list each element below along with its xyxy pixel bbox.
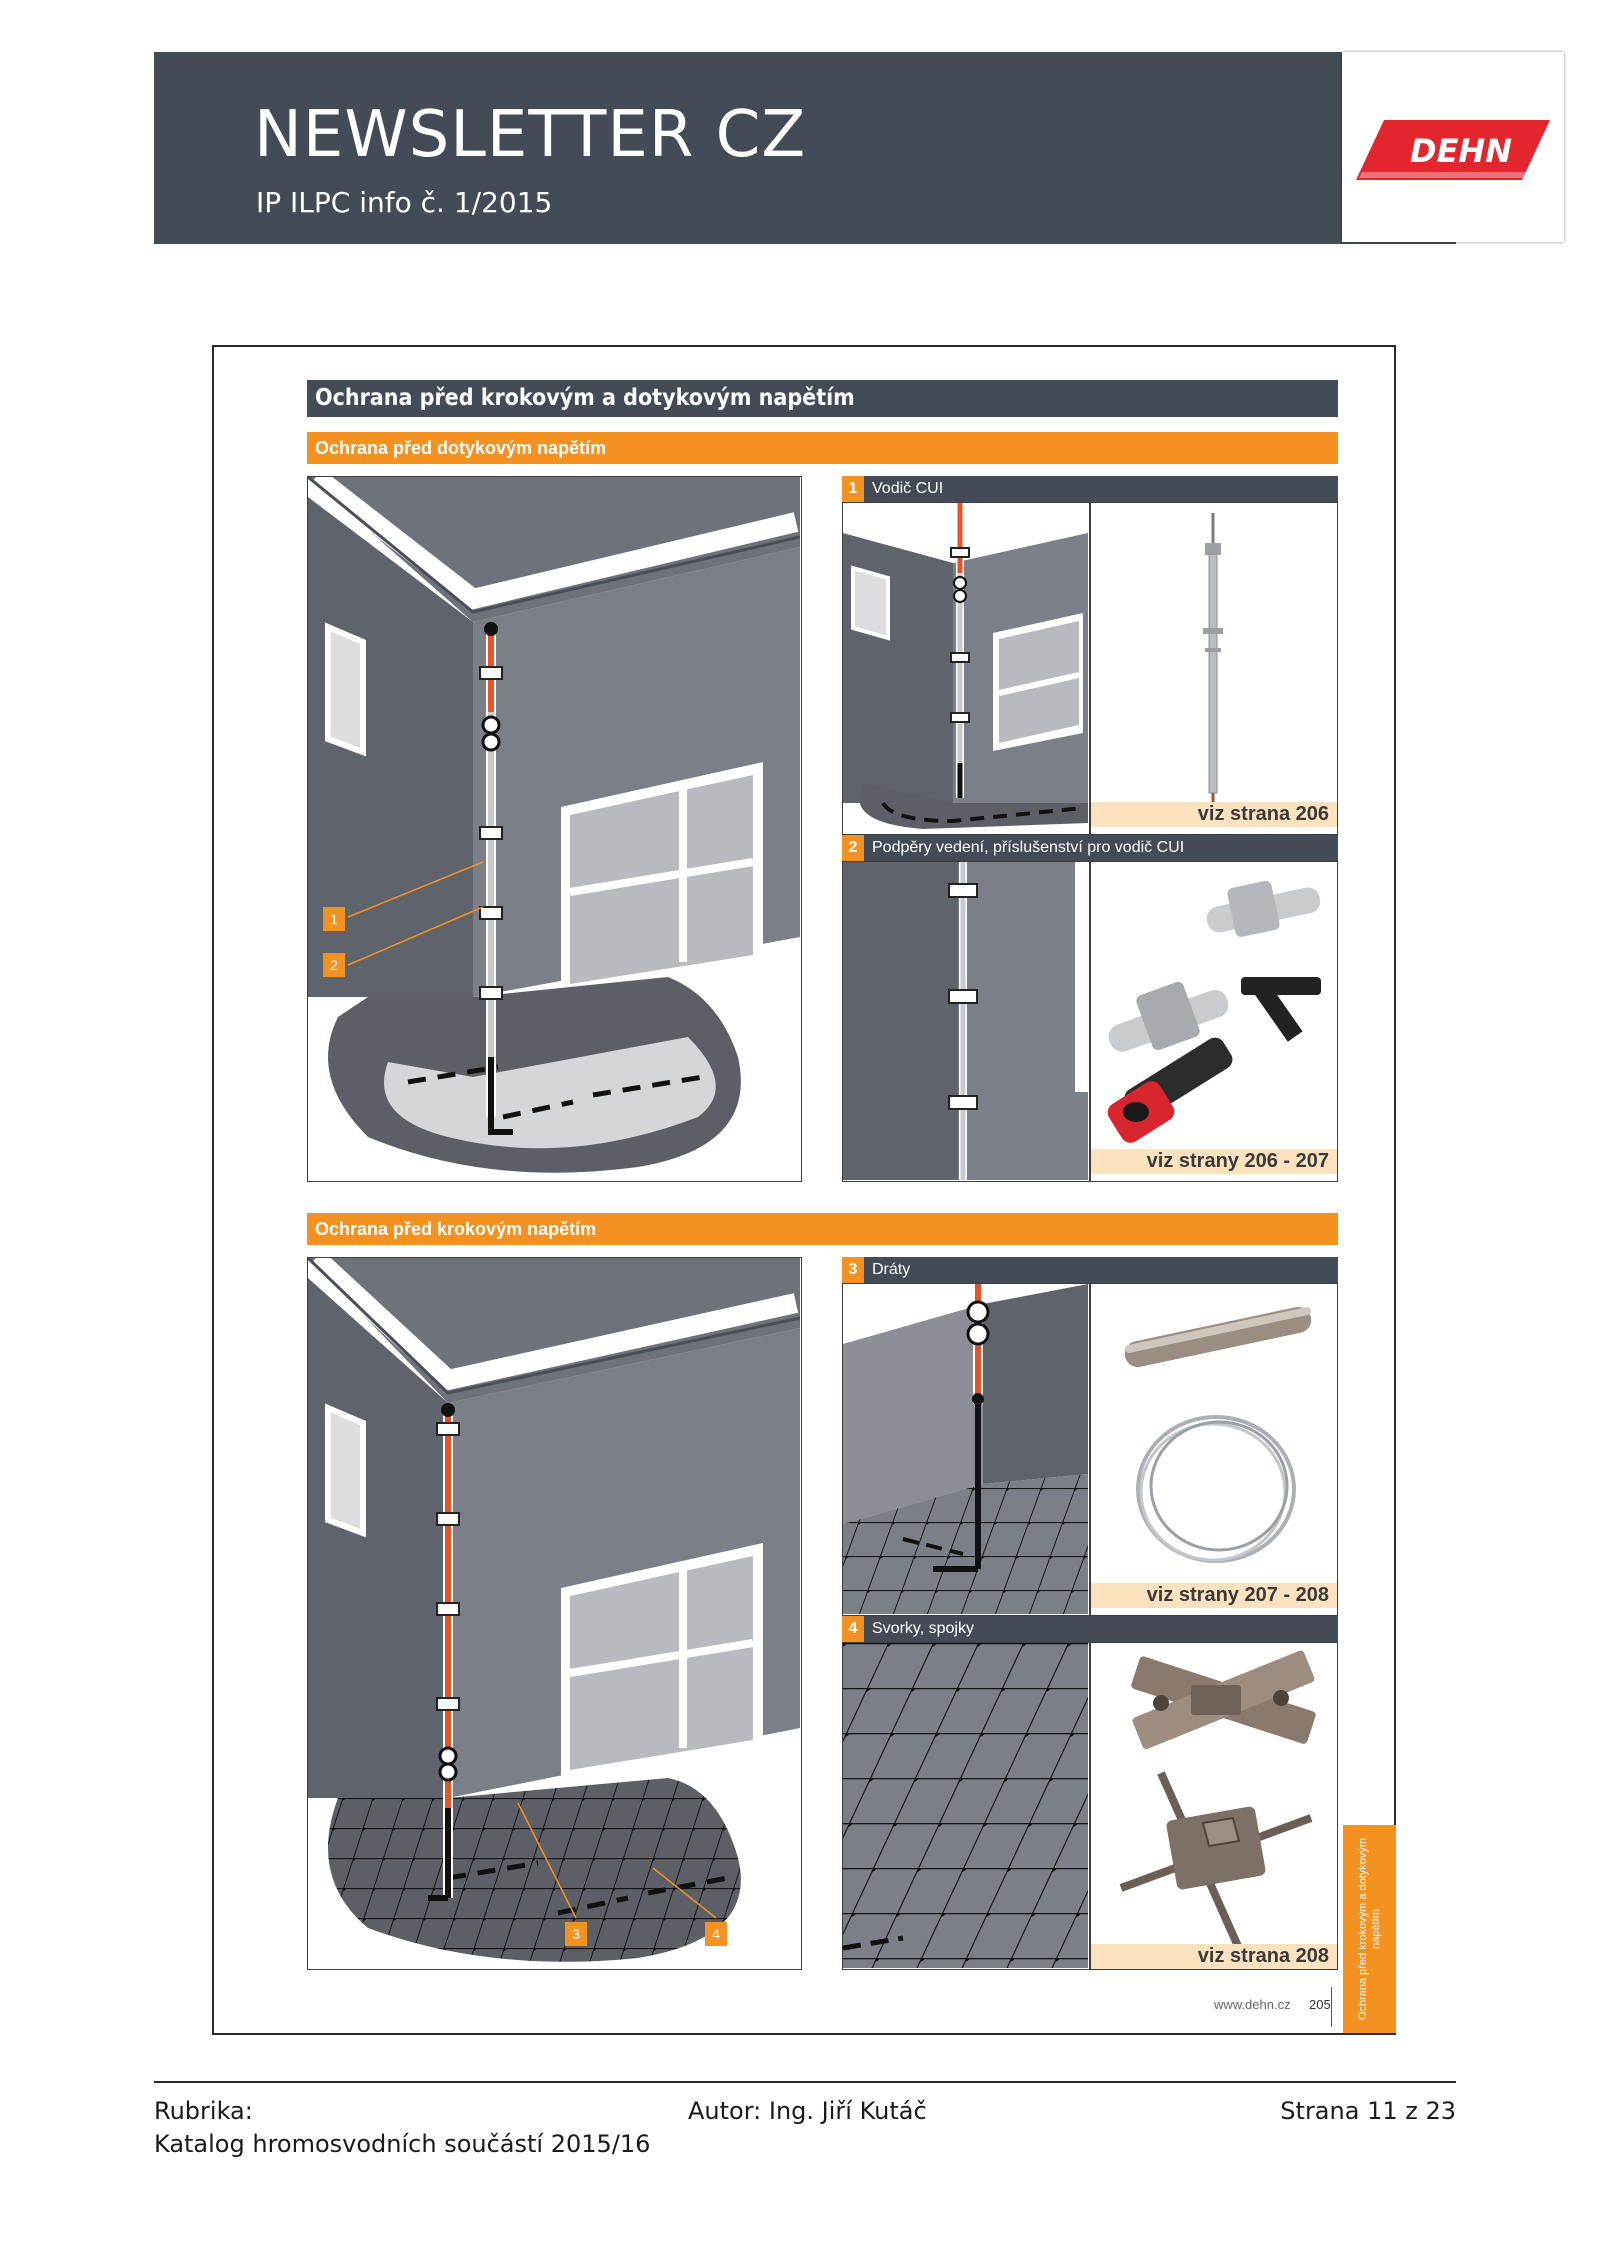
newsletter-header: NEWSLETTER CZ IP ILPC info č. 1/2015 DEH… — [154, 52, 1564, 244]
callout-2: 2 — [323, 953, 345, 977]
panel-3-heading: 3 Dráty — [842, 1257, 1338, 1283]
catalog-website: www.dehn.cz — [1214, 1997, 1291, 2012]
panel-4-number: 4 — [842, 1616, 864, 1642]
footer-rubrika-label: Rubrika: — [154, 2097, 253, 2125]
footer-author: Autor: Ing. Jiří Kutáč — [688, 2097, 927, 2125]
panel-1-heading: 1 Vodič CUI — [842, 476, 1338, 502]
panel-4-title: Svorky, spojky — [872, 1620, 974, 1637]
line-supports-product-photo — [1090, 861, 1338, 1182]
panel-1-ref: viz strana 206 — [1091, 802, 1337, 827]
wires-product-photo — [1090, 1283, 1338, 1616]
panel-1-building-detail — [842, 502, 1090, 835]
panel-2-ref: viz strany 206 - 207 — [1091, 1149, 1337, 1174]
panel-2-title: Podpěry vedení, příslušenství pro vodič … — [872, 839, 1185, 856]
panel-3-title: Dráty — [872, 1261, 911, 1278]
panel-3-ref: viz strany 207 - 208 — [1091, 1583, 1337, 1608]
footer-rubrika-value: Katalog hromosvodních součástí 2015/16 — [154, 2130, 651, 2158]
side-tab: Ochrana před krokovým a dotykovým napětí… — [1343, 1825, 1396, 2033]
panel-4-heading: 4 Svorky, spojky — [842, 1616, 1338, 1642]
logo-wordmark: DEHN — [1410, 132, 1512, 170]
callout-4: 4 — [705, 1922, 727, 1946]
section-step-voltage-heading: Ochrana před krokovým napětím — [307, 1213, 1338, 1245]
section-touch-voltage-heading: Ochrana před dotykovým napětím — [307, 432, 1338, 464]
side-tab-label: Ochrana před krokovým a dotykovým napětí… — [1356, 1837, 1382, 2021]
footer-page: Strana 11 z 23 — [1280, 2097, 1456, 2125]
catalog-page: Ochrana před krokovým a dotykovým napětí… — [212, 345, 1396, 2035]
panel-3-ground-grid-detail — [842, 1283, 1090, 1616]
panel-2-heading: 2 Podpěry vedení, příslušenství pro vodič… — [842, 835, 1338, 861]
dehn-logo: DEHN — [1342, 52, 1564, 242]
panel-4-mesh-detail — [842, 1642, 1090, 1970]
building-illustration-touch: 1 2 — [307, 476, 802, 1182]
panel-1-title: Vodič CUI — [872, 480, 944, 497]
callout-3: 3 — [565, 1922, 587, 1946]
panel-4-ref: viz strana 208 — [1091, 1944, 1337, 1969]
callout-1: 1 — [323, 907, 345, 931]
panel-2-building-detail — [842, 861, 1090, 1182]
panel-2-number: 2 — [842, 835, 864, 861]
panel-1-number: 1 — [842, 476, 864, 502]
cui-conductor-product-photo — [1090, 502, 1338, 835]
newsletter-subtitle: IP ILPC info č. 1/2015 — [256, 186, 553, 219]
catalog-page-number: 205 — [1309, 1997, 1331, 2012]
page-number-divider — [1331, 1987, 1332, 2027]
panel-3-number: 3 — [842, 1257, 864, 1283]
catalog-main-heading: Ochrana před krokovým a dotykovým napětí… — [307, 380, 1338, 417]
building-illustration-step: 3 4 — [307, 1257, 802, 1970]
newsletter-title: NEWSLETTER CZ — [254, 98, 807, 172]
clamps-product-photo — [1090, 1642, 1338, 1970]
footer-divider — [154, 2081, 1456, 2083]
